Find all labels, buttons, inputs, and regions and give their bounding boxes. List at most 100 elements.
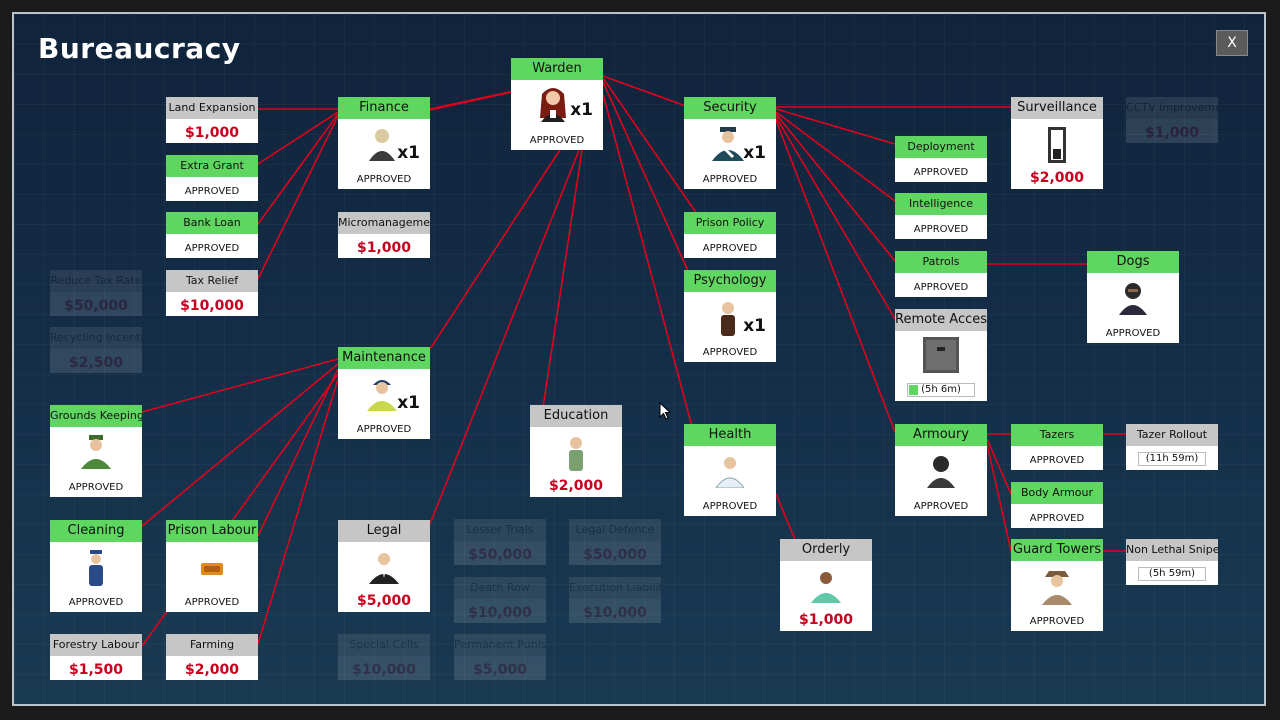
timer-text: (5h 6m) bbox=[921, 384, 961, 395]
status-text: APPROVED bbox=[1029, 616, 1085, 627]
node-grounds-keeping[interactable]: Grounds Keeping APPROVED bbox=[50, 405, 142, 497]
node-warden[interactable]: Warden x1 APPROVED bbox=[511, 58, 603, 150]
status-text: APPROVED bbox=[1105, 328, 1161, 339]
node-label: Surveillance bbox=[1011, 97, 1103, 119]
node-cleaning[interactable]: Cleaning APPROVED bbox=[50, 520, 142, 612]
status-text: APPROVED bbox=[913, 167, 969, 178]
node-orderly[interactable]: Orderly $1,000 bbox=[780, 539, 872, 631]
node-finance[interactable]: Finance x1 APPROVED bbox=[338, 97, 430, 189]
price-text: $10,000 bbox=[180, 298, 244, 314]
price-text: $1,000 bbox=[356, 240, 412, 256]
node-label: Guard Towers bbox=[1011, 539, 1103, 561]
connector-line bbox=[257, 115, 339, 280]
status-text: APPROVED bbox=[1029, 455, 1085, 466]
multiplier: x1 bbox=[743, 143, 766, 163]
status-text: APPROVED bbox=[913, 501, 969, 512]
node-surveillance[interactable]: Surveillance $2,000 bbox=[1011, 97, 1103, 189]
node-tax-relief[interactable]: Tax Relief $10,000 bbox=[166, 270, 258, 316]
node-prison-labour[interactable]: Prison Labour APPROVED bbox=[166, 520, 258, 612]
research-timer: (5h 6m) bbox=[907, 383, 975, 397]
page-title: Bureaucracy bbox=[38, 32, 241, 65]
node-micromanagement[interactable]: Micromanagement $1,000 bbox=[338, 212, 430, 258]
node-label: Body Armour bbox=[1011, 482, 1103, 504]
node-tazer-rollout[interactable]: Tazer Rollout (11h 59m) bbox=[1126, 424, 1218, 470]
node-label: Death Row bbox=[454, 577, 546, 599]
node-body-armour[interactable]: Body Armour APPROVED bbox=[1011, 482, 1103, 528]
teacher-portrait-icon bbox=[565, 435, 587, 475]
node-land-expansion[interactable]: Land Expansion $1,000 bbox=[166, 97, 258, 143]
node-label: Prison Policy bbox=[684, 212, 776, 234]
connector-line bbox=[257, 378, 339, 645]
connector-line bbox=[602, 93, 695, 435]
mouse-cursor-icon bbox=[659, 402, 671, 420]
node-legal[interactable]: Legal $5,000 bbox=[338, 520, 430, 612]
status-text: APPROVED bbox=[184, 186, 240, 197]
node-label: Orderly bbox=[780, 539, 872, 561]
node-label: Psychology bbox=[684, 270, 776, 292]
status-text: APPROVED bbox=[68, 597, 124, 608]
node-legal-defence: Legal Defence $50,000 bbox=[569, 519, 661, 565]
accountant-portrait-icon bbox=[367, 127, 397, 165]
close-button[interactable]: X bbox=[1216, 30, 1248, 56]
node-health[interactable]: Health APPROVED bbox=[684, 424, 776, 516]
node-label: Forestry Labour bbox=[50, 634, 142, 656]
price-text: $10,000 bbox=[468, 605, 532, 621]
node-security[interactable]: Security x1 APPROVED bbox=[684, 97, 776, 189]
node-education[interactable]: Education $2,000 bbox=[530, 405, 622, 497]
price-text: $5,000 bbox=[356, 593, 412, 609]
price-text: $50,000 bbox=[468, 547, 532, 563]
node-label: Finance bbox=[338, 97, 430, 119]
node-non-lethal-sniper[interactable]: Non Lethal Sniper (5h 59m) bbox=[1126, 539, 1218, 585]
status-text: APPROVED bbox=[356, 174, 412, 185]
door-control-icon bbox=[923, 337, 959, 377]
timer-text: (11h 59m) bbox=[1145, 453, 1199, 464]
janitor-portrait-icon bbox=[85, 550, 107, 590]
research-timer: (5h 59m) bbox=[1138, 567, 1206, 581]
node-label: Reduce Tax Rate bbox=[50, 270, 142, 292]
status-text: APPROVED bbox=[913, 282, 969, 293]
node-death-row: Death Row $10,000 bbox=[454, 577, 546, 623]
node-dogs[interactable]: Dogs APPROVED bbox=[1087, 251, 1179, 343]
node-maintenance[interactable]: Maintenance x1 APPROVED bbox=[338, 347, 430, 439]
gardener-portrait-icon bbox=[80, 435, 112, 473]
price-text: $2,000 bbox=[184, 662, 240, 678]
node-guard-towers[interactable]: Guard Towers APPROVED bbox=[1011, 539, 1103, 631]
price-text: $1,000 bbox=[798, 612, 854, 628]
connector-line bbox=[257, 111, 339, 165]
price-text: $10,000 bbox=[352, 662, 416, 678]
connector-line bbox=[775, 113, 896, 262]
status-text: APPROVED bbox=[913, 224, 969, 235]
price-text: $1,000 bbox=[1144, 125, 1200, 141]
node-label: Lesser Trials bbox=[454, 519, 546, 541]
node-tazers[interactable]: Tazers APPROVED bbox=[1011, 424, 1103, 470]
lawyer-portrait-icon bbox=[368, 550, 400, 588]
connector-line bbox=[602, 75, 695, 110]
connector-line bbox=[429, 89, 604, 525]
node-intelligence[interactable]: Intelligence APPROVED bbox=[895, 193, 987, 239]
node-label: Armoury bbox=[895, 424, 987, 446]
connector-line bbox=[602, 81, 695, 285]
node-bank-loan[interactable]: Bank Loan APPROVED bbox=[166, 212, 258, 258]
node-label: Tazers bbox=[1011, 424, 1103, 446]
node-armoury[interactable]: Armoury APPROVED bbox=[895, 424, 987, 516]
node-label: Intelligence bbox=[895, 193, 987, 215]
node-reduce-tax-rate: Reduce Tax Rate $50,000 bbox=[50, 270, 142, 316]
dog-handler-portrait-icon bbox=[1118, 281, 1148, 319]
node-label: Remote Access bbox=[895, 309, 987, 331]
node-patrols[interactable]: Patrols APPROVED bbox=[895, 251, 987, 297]
node-deployment[interactable]: Deployment APPROVED bbox=[895, 136, 987, 182]
status-text: APPROVED bbox=[529, 135, 585, 146]
node-extra-grant[interactable]: Extra Grant APPROVED bbox=[166, 155, 258, 201]
armed-guard-portrait-icon bbox=[926, 454, 956, 492]
node-prison-policy[interactable]: Prison Policy APPROVED bbox=[684, 212, 776, 258]
node-psychology[interactable]: Psychology x1 APPROVED bbox=[684, 270, 776, 362]
node-farming[interactable]: Farming $2,000 bbox=[166, 634, 258, 680]
node-label: Recycling Incentive bbox=[50, 327, 142, 349]
node-remote-access[interactable]: Remote Access (5h 6m) bbox=[895, 309, 987, 401]
connector-line bbox=[541, 149, 583, 415]
node-forestry-labour[interactable]: Forestry Labour $1,500 bbox=[50, 634, 142, 680]
node-label: Bank Loan bbox=[166, 212, 258, 234]
multiplier: x1 bbox=[397, 143, 420, 163]
node-label: Warden bbox=[511, 58, 603, 80]
node-label: Farming bbox=[166, 634, 258, 656]
